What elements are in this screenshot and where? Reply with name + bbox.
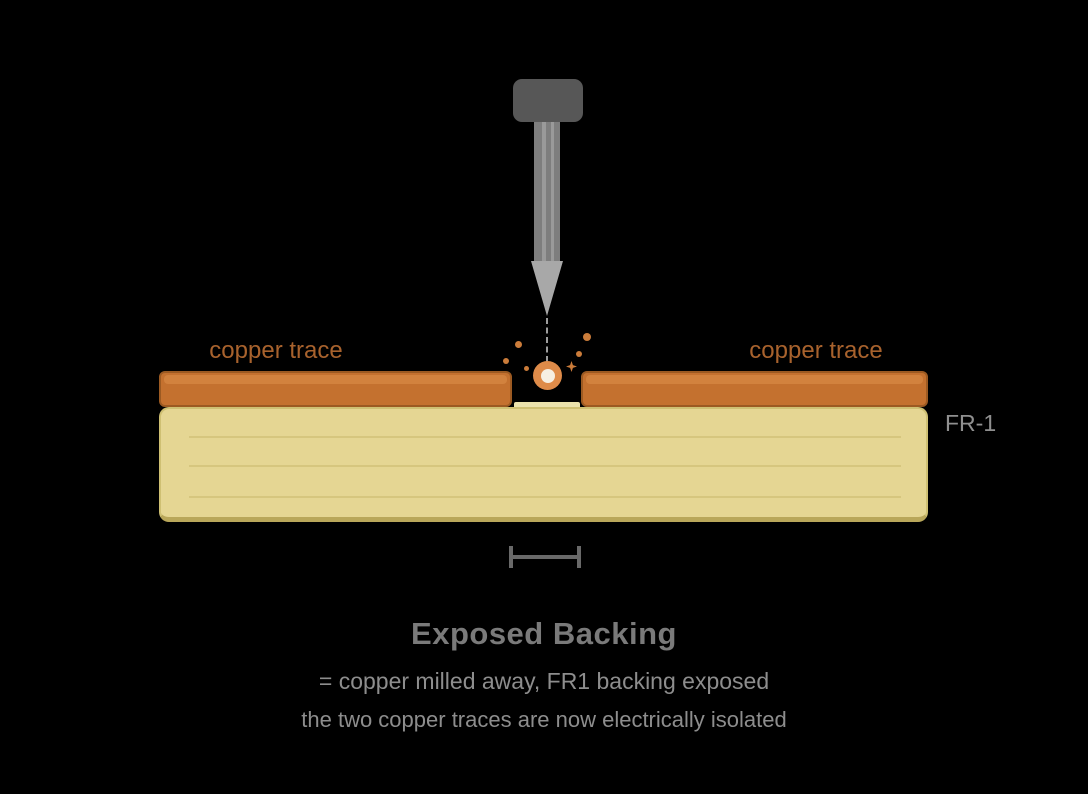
copper-trace-left bbox=[159, 371, 512, 407]
mill-point bbox=[533, 361, 562, 390]
milling-bit-flute-line bbox=[542, 122, 546, 261]
copper-trace-left-label: copper trace bbox=[209, 337, 343, 364]
dimension-bar bbox=[509, 555, 581, 559]
dimension-right-cap bbox=[577, 546, 581, 568]
caption-note: the two copper traces are now electrical… bbox=[301, 707, 787, 732]
caption-subtitle: = copper milled away, FR1 backing expose… bbox=[318, 668, 770, 694]
spark-dot-icon bbox=[576, 351, 582, 357]
mill-point-center bbox=[540, 368, 555, 383]
caption-title: Exposed Backing bbox=[411, 616, 677, 651]
milling-bit-flute-line bbox=[551, 122, 554, 261]
milling-bit-head bbox=[513, 79, 583, 122]
copper-trace-highlight bbox=[586, 375, 923, 384]
board-grain-line bbox=[189, 436, 901, 438]
copper-trace-right bbox=[581, 371, 928, 407]
board-grain-line bbox=[189, 496, 901, 498]
spark-dot-icon bbox=[583, 333, 591, 341]
drill-axis-dashed-line bbox=[546, 318, 548, 362]
copper-trace-right-label: copper trace bbox=[749, 337, 883, 364]
spark-dot-icon bbox=[515, 341, 522, 348]
fr1-board bbox=[159, 407, 928, 522]
spark-star-icon bbox=[566, 361, 577, 372]
milling-bit-shaft bbox=[534, 122, 560, 261]
exposed-backing-ridge bbox=[514, 402, 580, 408]
spark-dot-icon bbox=[503, 358, 509, 364]
milling-bit-tip bbox=[531, 261, 563, 316]
copper-trace-highlight bbox=[164, 375, 507, 384]
board-label: FR-1 bbox=[945, 410, 997, 436]
spark-dot-icon bbox=[524, 366, 529, 371]
board-grain-line bbox=[189, 465, 901, 467]
